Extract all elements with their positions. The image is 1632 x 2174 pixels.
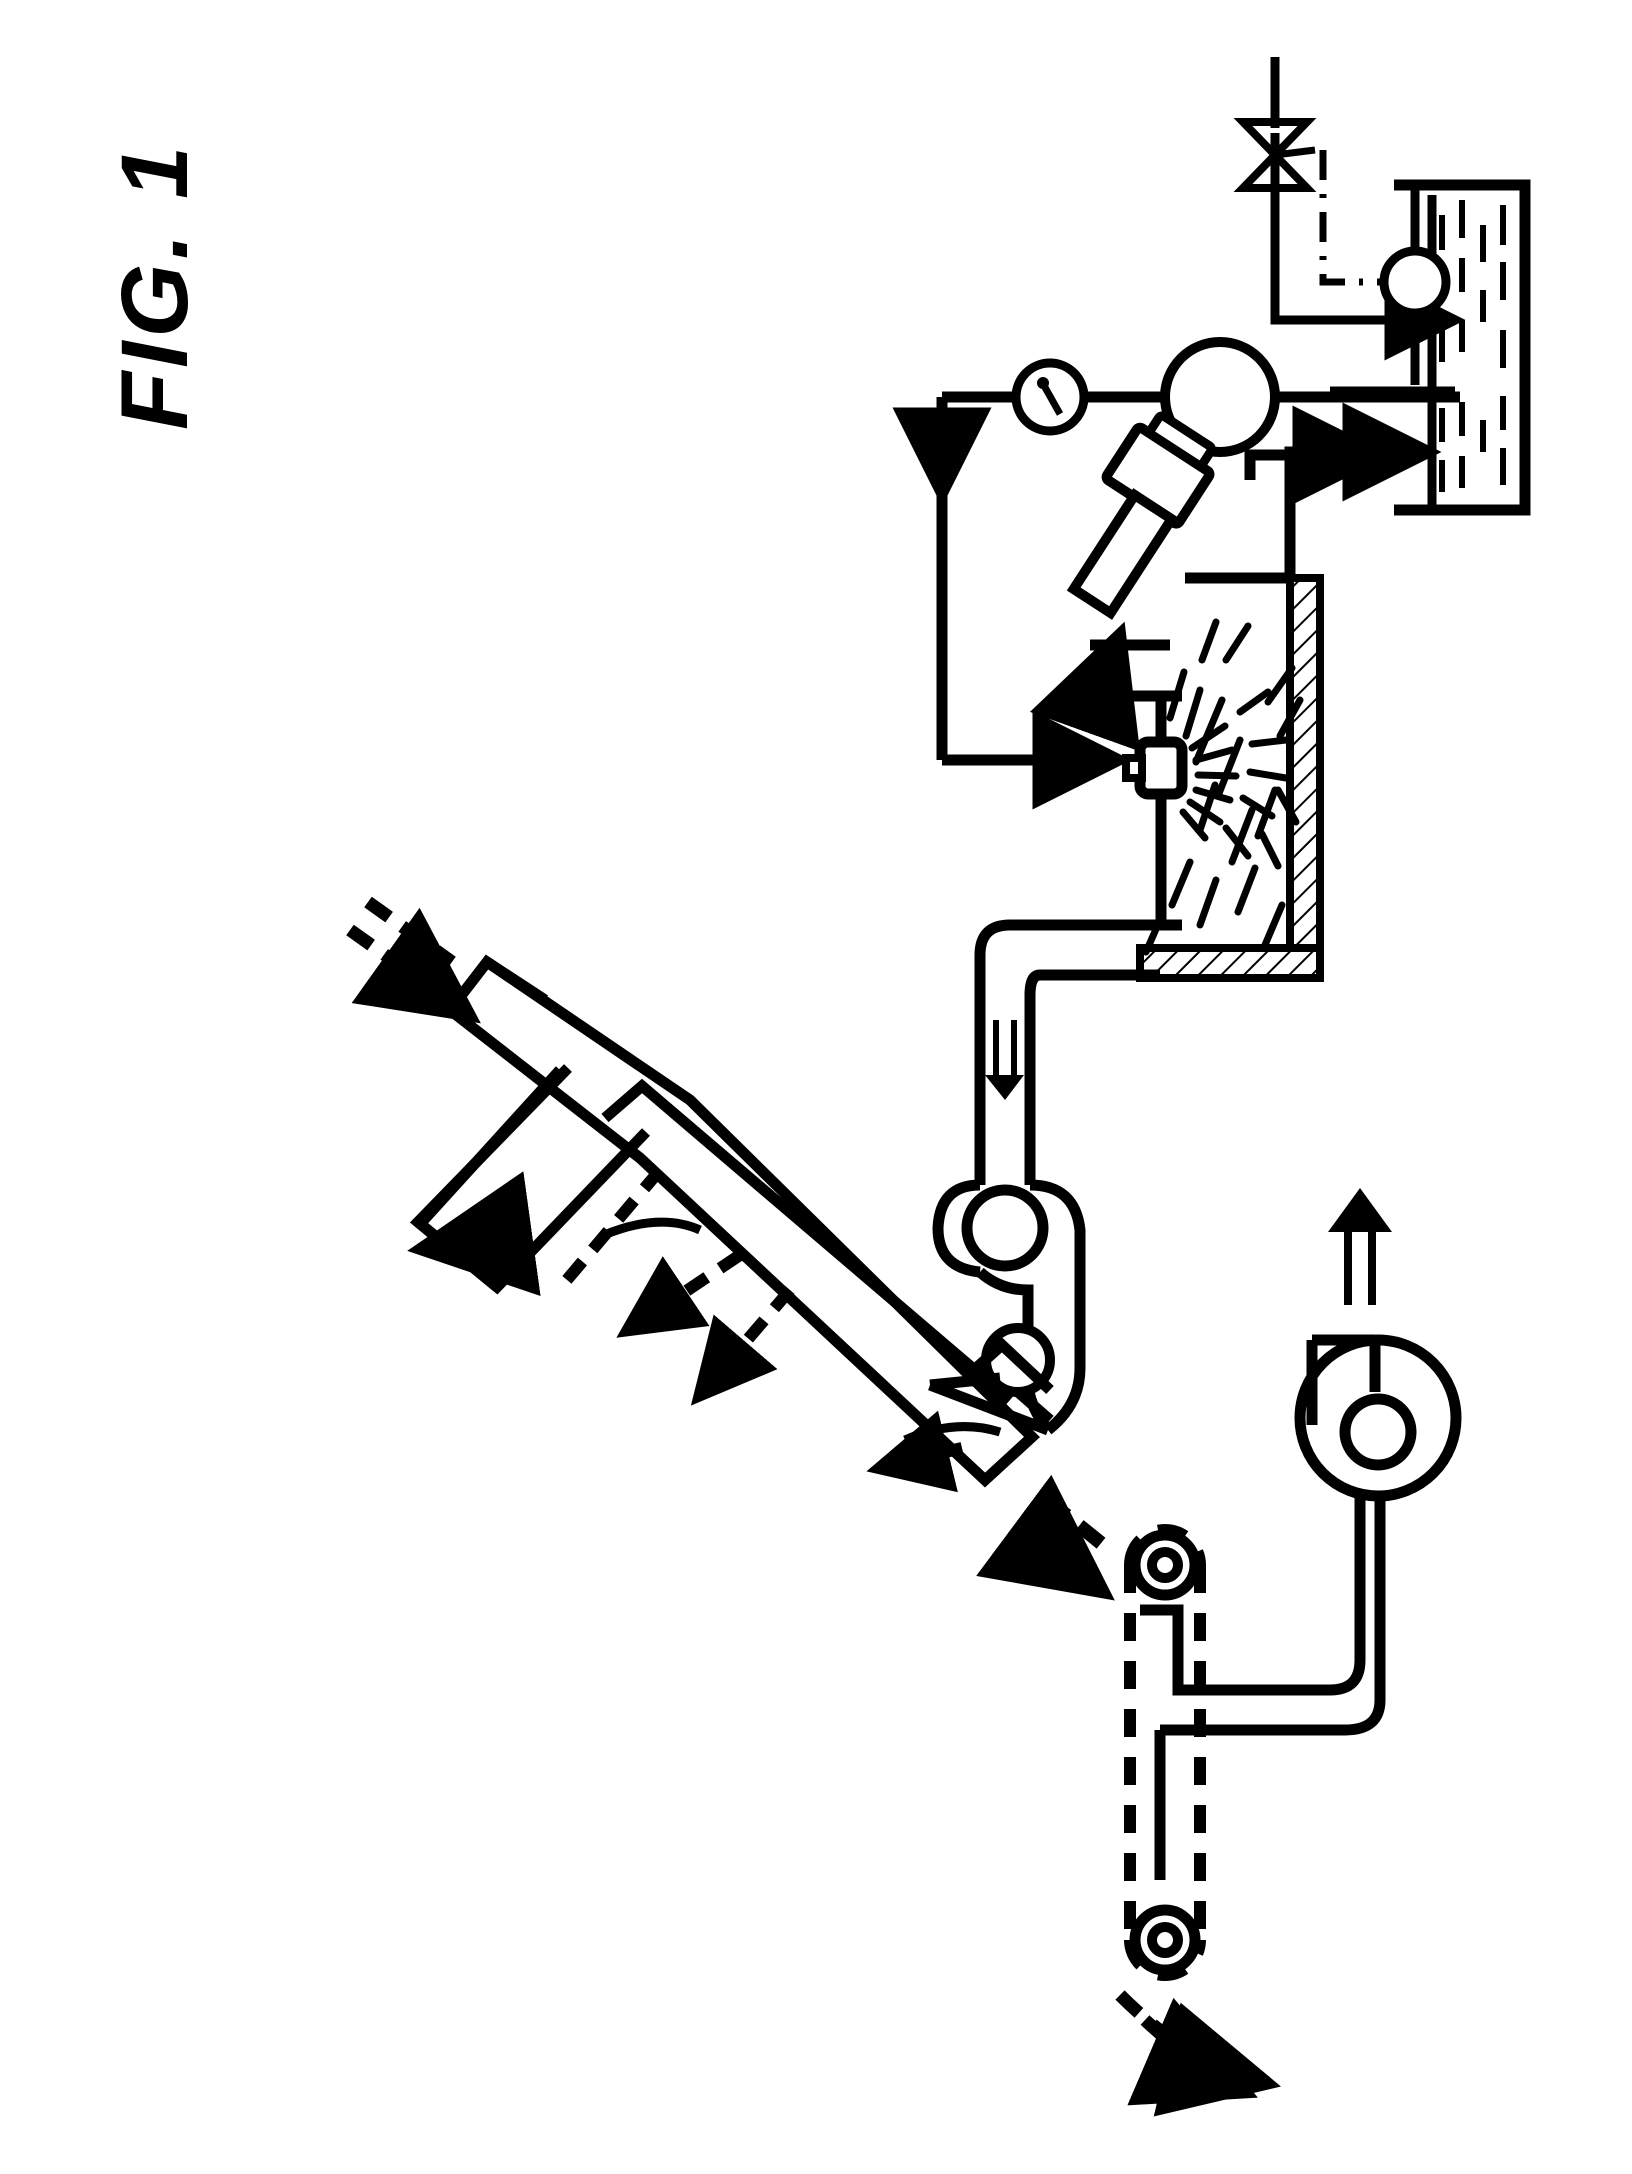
float-switch-icon[interactable] bbox=[1379, 246, 1451, 318]
hopper-left-bulge bbox=[932, 1179, 981, 1278]
inline-sensor-stem bbox=[1014, 1387, 1054, 1425]
supply-line-elbow bbox=[1270, 272, 1415, 325]
figure-label: FIG. 1 bbox=[102, 142, 208, 430]
blower-impeller-hub bbox=[1339, 1393, 1417, 1471]
arrow-duct-flow-group bbox=[555, 1166, 964, 1493]
valve-stem bbox=[1274, 146, 1316, 159]
blower[interactable] bbox=[1294, 1334, 1462, 1502]
control-signal-path bbox=[1319, 150, 1398, 286]
control-signal-line bbox=[1319, 150, 1398, 286]
arrow-duct-flow-b bbox=[690, 1286, 795, 1406]
arrow-duct-inlet-group bbox=[346, 896, 481, 1024]
arrow-drain-flow bbox=[985, 1020, 1024, 1100]
duct-far-face bbox=[601, 1078, 1014, 1405]
arrow-duct-flow-c bbox=[616, 1250, 744, 1338]
drain-pipe bbox=[974, 919, 1160, 1185]
chamber-right-wall-hatched bbox=[1286, 574, 1324, 982]
frame-upper-bracket bbox=[1140, 1604, 1330, 1696]
upper-spray-pattern bbox=[1142, 668, 1286, 956]
arrow-blower-discharge bbox=[1328, 1188, 1392, 1305]
chamber-bottom-wall-hatched bbox=[1136, 944, 1324, 982]
upper-pulley bbox=[1129, 1529, 1201, 1601]
lower-pulley-hub bbox=[1147, 1922, 1183, 1958]
inclined-duct bbox=[442, 954, 1054, 1488]
arrow-discharge-group bbox=[1115, 1990, 1281, 2117]
hopper-right-wall bbox=[1029, 1179, 1086, 1435]
arrow-duct-inlet-a bbox=[346, 907, 481, 1024]
lower-nozzle-collar bbox=[1122, 754, 1146, 782]
hopper-discharge-edge bbox=[928, 1379, 1050, 1436]
tank-outline bbox=[1394, 179, 1531, 516]
frame-to-blower-a bbox=[1329, 1470, 1366, 1696]
upper-nozzle[interactable] bbox=[1045, 408, 1223, 620]
lower-spray-fan bbox=[1179, 618, 1304, 870]
conveyor-frame bbox=[1140, 1470, 1386, 1880]
valve-upper-triangle bbox=[1233, 118, 1317, 161]
arrow-duct-exit-b bbox=[1040, 1492, 1117, 1558]
curve-flow-b bbox=[903, 1422, 1002, 1445]
pressure-gauge-pivot bbox=[1037, 377, 1049, 389]
control-valve[interactable] bbox=[1233, 118, 1317, 192]
arrow-duct-flow-d bbox=[866, 1410, 964, 1493]
curve-flow-a bbox=[602, 1217, 702, 1240]
upper-pulley-hub bbox=[1147, 1547, 1183, 1583]
spray-chamber bbox=[1136, 402, 1442, 982]
upper-nozzle-cap bbox=[1145, 411, 1216, 470]
lower-pulley bbox=[1129, 1904, 1201, 1976]
duct-shoulder bbox=[961, 1337, 1054, 1395]
lower-nozzle[interactable] bbox=[1094, 690, 1188, 931]
arrow-duct-exit bbox=[976, 1474, 1117, 1601]
duct-end-face bbox=[483, 957, 549, 1005]
drain-pipe-inner-wall bbox=[1024, 969, 1094, 1185]
arrow-duct-flow-a bbox=[555, 1166, 665, 1292]
hopper-throat bbox=[961, 1184, 1049, 1272]
arrow-duct-exit-a bbox=[976, 1474, 1115, 1601]
valve-lower-triangle bbox=[1233, 149, 1317, 192]
frame-to-blower-b bbox=[1344, 1470, 1386, 1736]
drain-pipe-outer-wall bbox=[974, 919, 1094, 1185]
upper-nozzle-barrel bbox=[1066, 488, 1179, 620]
arrow-discharge-b bbox=[1127, 1997, 1258, 2106]
pump-icon[interactable] bbox=[1160, 337, 1280, 457]
lower-nozzle-body bbox=[1134, 736, 1188, 800]
arrow-branch-flow bbox=[407, 1171, 541, 1297]
arrow-duct-inlet-b bbox=[364, 896, 456, 968]
manifold-group bbox=[892, 337, 1460, 810]
pressure-gauge[interactable] bbox=[1011, 358, 1089, 436]
arrow-duct-curves bbox=[602, 1217, 1002, 1445]
arrow-upper-feed bbox=[1029, 621, 1141, 752]
